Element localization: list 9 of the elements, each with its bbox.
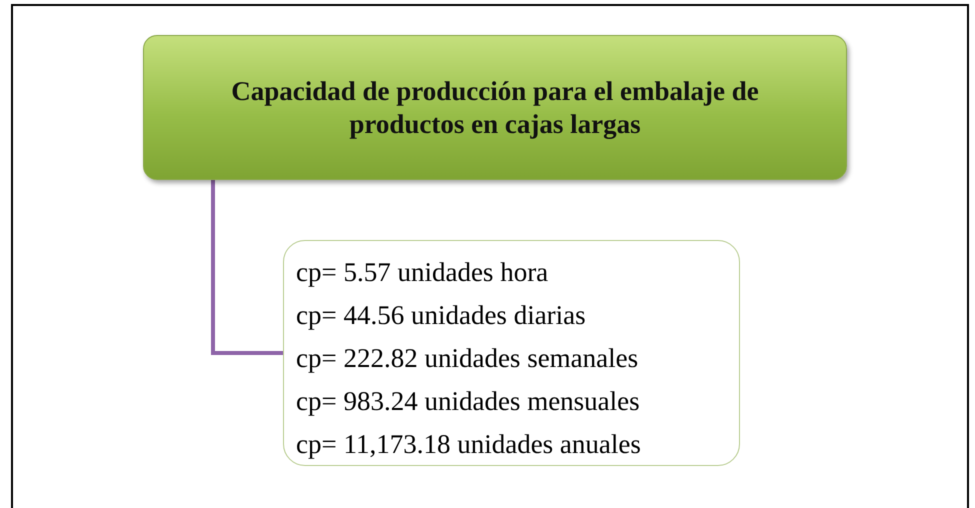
results-box [283, 240, 740, 466]
title-text: Capacidad de producción para el embalaje de productos en cajas largas [230, 75, 760, 140]
capacity-line: cp= 44.56 unidades diarias [296, 299, 587, 332]
title-box [143, 35, 847, 180]
capacity-line: cp= 5.57 unidades hora [296, 256, 550, 289]
capacity-line: cp= 222.82 unidades semanales [296, 342, 640, 375]
capacity-line: cp= 11,173.18 unidades anuales [296, 428, 642, 461]
capacity-line: cp= 983.24 unidades mensuales [296, 385, 641, 418]
connector-line [211, 180, 283, 355]
